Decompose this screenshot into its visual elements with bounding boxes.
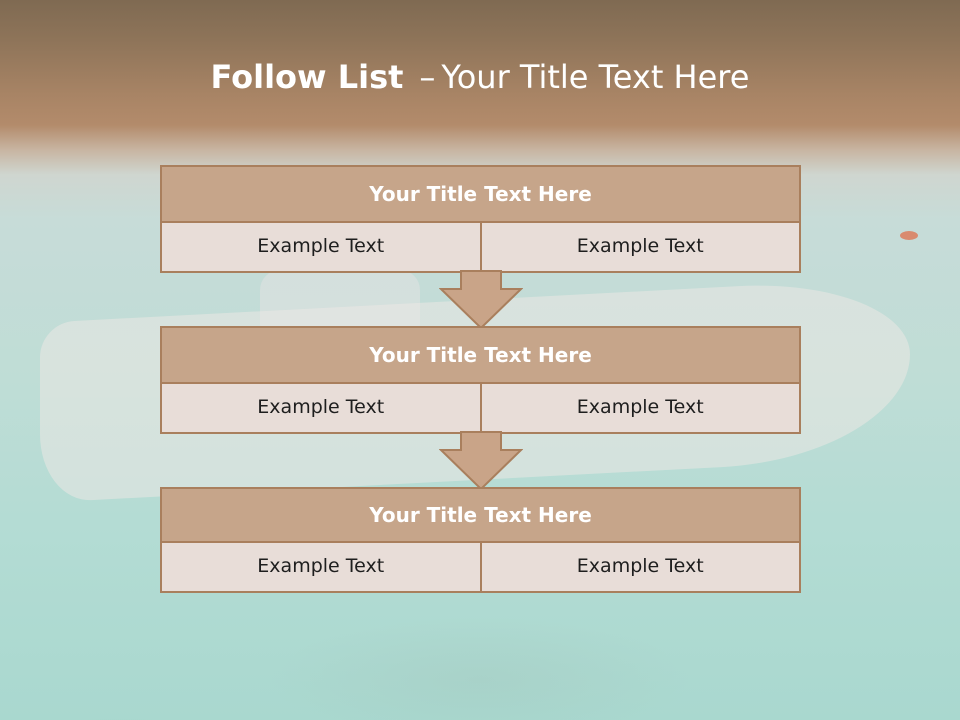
buoy-image: [900, 231, 918, 240]
down-arrow-icon: [439, 431, 523, 491]
list-block-2: Your Title Text Here Example Text Exampl…: [160, 326, 801, 434]
block-title: Your Title Text Here: [160, 487, 801, 543]
down-arrow-icon: [439, 270, 523, 330]
block-cell-right: Example Text: [481, 384, 801, 434]
block-row: Example Text Example Text: [160, 223, 801, 273]
block-cell-left: Example Text: [160, 543, 482, 593]
block-cell-right: Example Text: [481, 543, 801, 593]
slide-title-rest: Your Title Text Here: [441, 58, 750, 96]
slide-title-separator: –: [419, 58, 436, 96]
list-block-3: Your Title Text Here Example Text Exampl…: [160, 487, 801, 593]
slide-title-bold: Follow List: [210, 58, 404, 96]
block-cell-right: Example Text: [481, 223, 801, 273]
block-cell-left: Example Text: [160, 384, 482, 434]
block-title: Your Title Text Here: [160, 326, 801, 384]
block-title: Your Title Text Here: [160, 165, 801, 223]
block-cell-left: Example Text: [160, 223, 482, 273]
list-block-1: Your Title Text Here Example Text Exampl…: [160, 165, 801, 273]
block-row: Example Text Example Text: [160, 543, 801, 593]
block-row: Example Text Example Text: [160, 384, 801, 434]
slide-title: Follow List–Your Title Text Here: [0, 52, 960, 102]
